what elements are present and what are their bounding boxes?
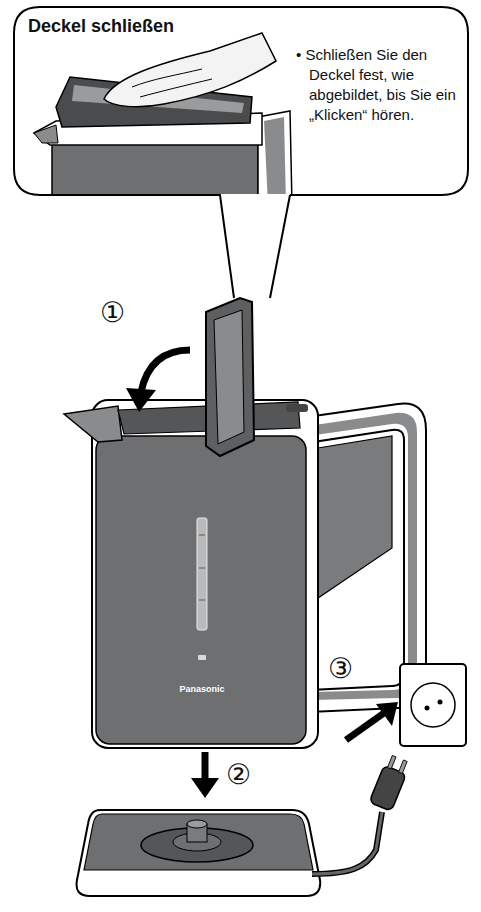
arrow-close-lid [141,350,190,392]
callout-heading: Deckel schließen [28,15,298,37]
power-base [77,810,321,896]
power-cord-core [312,812,382,874]
kettle-side [258,111,292,194]
kettle-lid-open [206,298,254,456]
lid-inner [214,310,244,444]
indicator-light [198,655,206,660]
brand-logo: Panasonic [162,684,242,695]
callout-number: ① [100,296,140,330]
base-top [84,814,313,870]
kettle-spout [64,406,122,442]
arrow-head [126,388,156,412]
socket-hole [438,700,443,705]
lid-button [286,404,308,412]
water-gauge [197,518,207,630]
arrow-head [191,778,219,798]
socket-hole [425,706,430,711]
socket-outlet [411,683,455,727]
wall-socket [400,664,466,746]
power-cord [312,812,382,874]
gauge-ticks [199,535,205,600]
instruction-text: • Schließen Sie den Deckel fest, wie abg… [296,45,477,125]
kettle-spout [34,125,58,143]
handle-band [308,413,417,700]
arrow-place-base [202,752,209,782]
arrow-head [376,702,398,726]
kettle-shell [92,400,318,748]
closeup-illustration [34,33,292,194]
kettle-handle [264,117,286,194]
callout-number: ③ [328,652,368,686]
hand-fingers [132,69,212,97]
power-plug [369,754,411,811]
kettle-body [52,143,258,194]
base-pin-top [187,820,207,828]
callout-number: ② [226,758,266,792]
hand [104,33,276,107]
handle-inner [318,436,392,598]
callout-box: Deckel schließen• Schließen Sie den Deck… [12,5,470,197]
kettle-front [96,436,306,744]
arrow-plug-in [346,713,384,740]
